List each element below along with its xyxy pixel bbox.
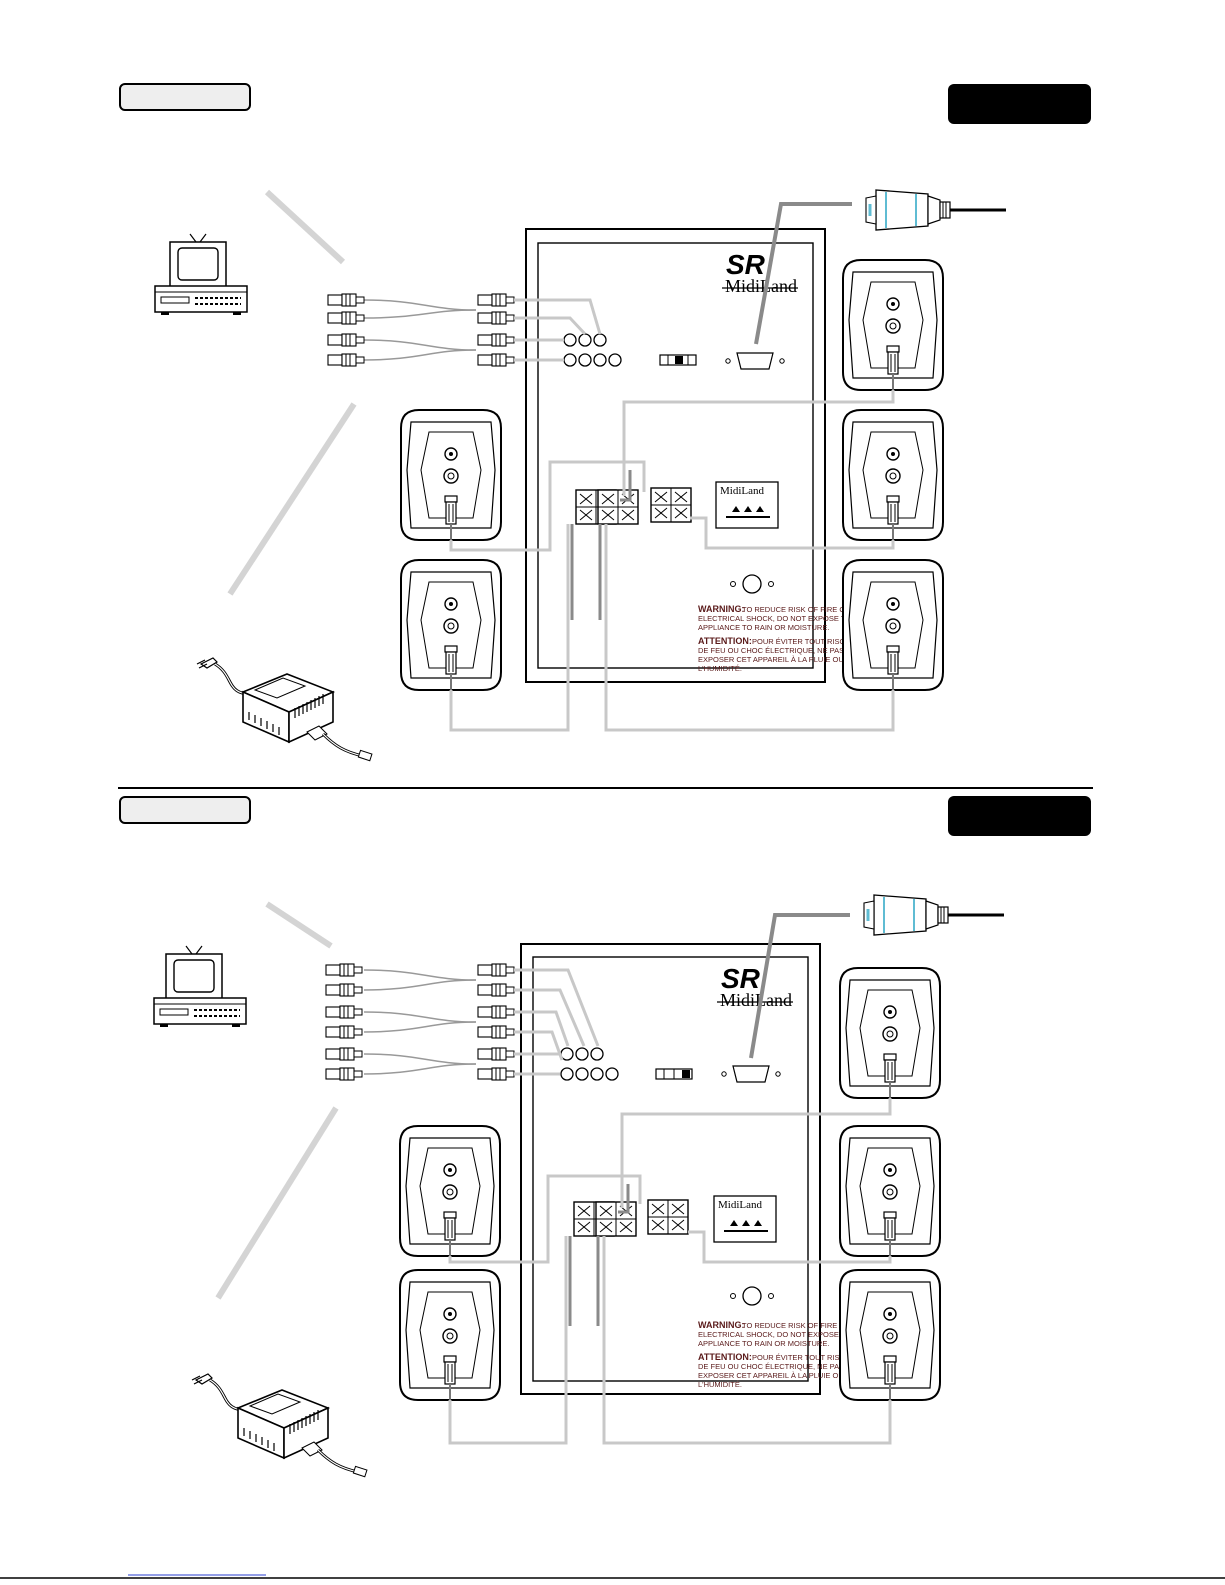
terminal-block-right <box>647 1199 689 1235</box>
attention-title: ATTENTION: <box>698 636 752 646</box>
terminal-block-right <box>650 487 692 523</box>
attention-line-3: EXPOSER CET APPAREIL À LA PLUIE OU À <box>698 655 851 664</box>
power-jack <box>730 1286 774 1306</box>
crt-monitor-icon <box>169 233 227 295</box>
spec-plate-brand: MidiLand <box>720 485 764 497</box>
attention-line-4: L'HUMIDITÉ. <box>698 1380 742 1389</box>
power-adapter-icon <box>195 656 374 763</box>
speaker-rear-right <box>842 559 944 691</box>
warning-line-2: ELECTRICAL SHOCK, DO NOT EXPOSE THIS <box>698 614 858 623</box>
serial-port <box>721 1065 781 1083</box>
svg-text:ATTENTION:: ATTENTION: <box>698 1352 752 1362</box>
svg-text:WARNING:: WARNING: <box>698 604 745 614</box>
crt-monitor-icon <box>165 945 223 1007</box>
spec-plate-brand: MidiLand <box>718 1199 762 1211</box>
speaker-rear-right <box>839 1269 941 1401</box>
speaker-center-left <box>399 1125 501 1257</box>
warning-title: WARNING: <box>698 604 745 614</box>
guide-line-top <box>264 189 346 265</box>
attention-title: ATTENTION: <box>698 1352 752 1362</box>
terminal-block-left-b <box>597 489 639 525</box>
mode-switch <box>655 1068 693 1080</box>
warning-line-3: APPLIANCE TO RAIN OR MOISTURE. <box>698 623 829 632</box>
rca-cables <box>325 963 600 1081</box>
section-1-model-badge <box>948 84 1091 124</box>
attention-line-3: EXPOSER CET APPAREIL À LA PLUIE OU À <box>698 1371 851 1380</box>
attention-line-1: POUR ÉVITER TOUT RISQUE <box>752 1353 856 1362</box>
terminal-block-left-b <box>595 1201 637 1237</box>
speaker-rear-left <box>400 559 502 691</box>
speaker-center-right <box>842 409 944 541</box>
brand-logo-name: MidiLand <box>725 276 797 296</box>
speaker-front-right <box>842 259 944 391</box>
attention-line-2: DE FEU OU CHOC ÉLECTRIQUE, NE PAS <box>698 646 844 655</box>
warning-line-1: TO REDUCE RISK OF FIRE OR <box>742 1321 851 1330</box>
section-2: SR MidiLand <box>119 796 1091 1479</box>
warning-line-3: APPLIANCE TO RAIN OR MOISTURE. <box>698 1339 829 1348</box>
mode-switch <box>659 354 697 366</box>
attention-line-4: L'HUMIDITÉ. <box>698 664 742 673</box>
power-jack <box>730 574 774 594</box>
serial-port <box>725 352 785 370</box>
power-adapter-icon <box>190 1372 369 1479</box>
attention-line-2: DE FEU OU CHOC ÉLECTRIQUE, NE PAS <box>698 1362 844 1371</box>
guide-line-bottom <box>227 402 357 596</box>
speaker-center-left <box>400 409 502 541</box>
speaker-center-right <box>839 1125 941 1257</box>
serial-connector-icon <box>864 188 1008 232</box>
brand-logo-name: MidiLand <box>720 990 792 1010</box>
attention-line-1: POUR ÉVITER TOUT RISQUE <box>752 637 856 646</box>
subwoofer-back-panel <box>525 228 826 683</box>
speaker-front-right <box>839 967 941 1099</box>
warning-label: WARNING: TO REDUCE RISK OF FIRE OR ELECT… <box>698 604 858 673</box>
section-2-label-box <box>119 796 251 824</box>
warning-title: WARNING: <box>698 1320 745 1330</box>
speaker-wires <box>448 1098 892 1445</box>
warning-line-1: TO REDUCE RISK OF FIRE OR <box>742 605 851 614</box>
rca-cables <box>327 293 602 367</box>
brand-logo-mark: SR <box>726 249 766 280</box>
svg-text:ATTENTION:: ATTENTION: <box>698 636 752 646</box>
section-1-label-box <box>119 83 251 111</box>
section-2-model-badge <box>948 796 1091 836</box>
brand-logo-mark: SR <box>721 963 761 994</box>
spec-plate: MidiLand <box>715 481 779 529</box>
brand-logo: SR MidiLand <box>722 249 798 296</box>
serial-connector-icon <box>862 893 1006 937</box>
section-1: SR MidiLand <box>119 83 1091 763</box>
rca-input-jacks <box>560 1047 619 1081</box>
svg-text:WARNING:: WARNING: <box>698 1320 745 1330</box>
vcr-icon <box>154 285 248 316</box>
spec-plate: MidiLand <box>713 1195 777 1243</box>
speaker-wires <box>449 390 895 732</box>
warning-line-2: ELECTRICAL SHOCK, DO NOT EXPOSE THIS <box>698 1330 858 1339</box>
vcr-icon <box>153 997 247 1028</box>
brand-logo: SR MidiLand <box>717 963 793 1010</box>
warning-label: WARNING: TO REDUCE RISK OF FIRE OR ELECT… <box>698 1320 858 1389</box>
speaker-rear-left <box>399 1269 501 1401</box>
rca-input-jacks <box>563 333 622 367</box>
